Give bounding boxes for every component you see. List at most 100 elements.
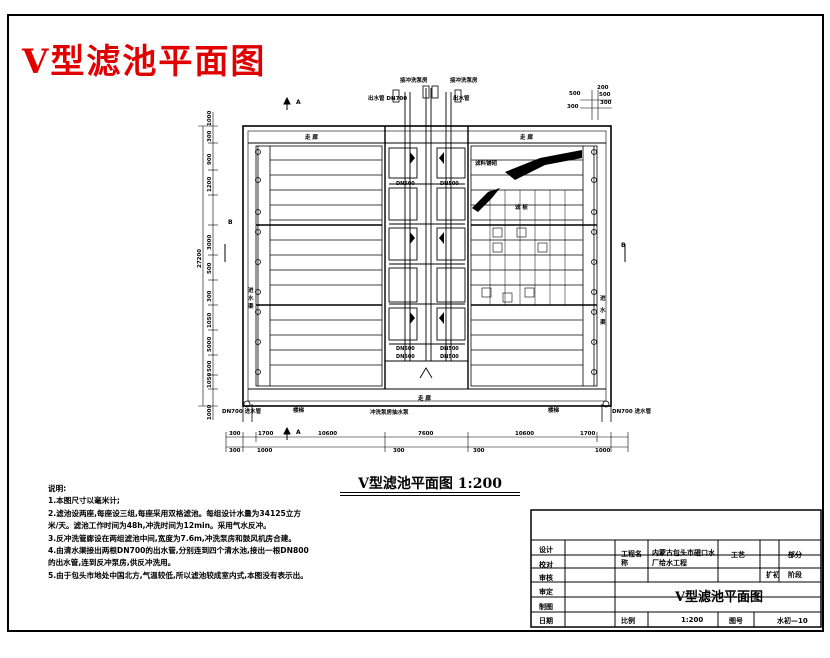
left-filter-beds xyxy=(255,145,383,387)
svg-text:1000: 1000 xyxy=(207,111,213,126)
svg-text:10600: 10600 xyxy=(515,431,534,437)
svg-text:500: 500 xyxy=(207,262,213,274)
svg-text:300: 300 xyxy=(229,448,241,454)
svg-text:10600: 10600 xyxy=(318,431,337,437)
tb-review-label: 审核 xyxy=(539,574,553,582)
label-top-pipe-left: 出水管 DN700 xyxy=(368,94,407,102)
top-pipes xyxy=(392,85,462,103)
filter-plate-nozzles xyxy=(481,227,548,303)
svg-text:300: 300 xyxy=(473,448,485,454)
svg-text:300: 300 xyxy=(600,100,612,106)
svg-text:DN500: DN500 xyxy=(396,354,415,360)
title-block-frame xyxy=(530,509,822,628)
label-top-room-left: 接冲洗泵房 xyxy=(400,76,428,84)
tb-scale-value: 1:200 xyxy=(681,616,704,624)
label-drain-right-1: 进 xyxy=(600,294,606,302)
svg-text:7600: 7600 xyxy=(418,431,433,437)
svg-text:300: 300 xyxy=(567,104,579,110)
svg-text:500: 500 xyxy=(569,91,581,97)
svg-text:1700: 1700 xyxy=(580,431,595,437)
svg-text:300: 300 xyxy=(229,431,241,437)
label-stairs-right: 楼梯 xyxy=(548,406,560,414)
svg-text:1000: 1000 xyxy=(207,405,213,420)
tb-stage-value: 阶段 xyxy=(788,571,802,579)
label-section-b-right: B xyxy=(621,242,626,249)
label-stairs-left: 楼梯 xyxy=(293,406,305,414)
notes-item: 2.滤池设两座,每座设三组,每座采用双格滤池。每组设计水量为34125立方米/天… xyxy=(48,508,301,531)
svg-text:27200: 27200 xyxy=(197,249,203,268)
notes-item: 3.反冲洗管廊设在两组滤池中间,宽度为7.6m,冲洗泵房和鼓风机房合建。 xyxy=(48,533,296,543)
notes-item: 4.由清水渠接出两根DN700的出水管,分别连到四个清水池,接出一根DN800的… xyxy=(48,546,309,568)
svg-text:1050: 1050 xyxy=(207,313,213,328)
drawing-title-text: V型滤池平面图 1:200 xyxy=(358,476,502,492)
label-section-b-left: B xyxy=(228,219,233,226)
label-corridor-top-left: 走 廊 xyxy=(304,133,318,141)
pipe-gallery xyxy=(388,88,466,379)
svg-text:DN500: DN500 xyxy=(396,346,415,352)
label-corridor-top-right: 走 廊 xyxy=(519,133,533,141)
label-corridor-bottom: 走 廊 xyxy=(417,394,431,402)
outlet-pipes xyxy=(242,400,612,422)
label-outlet-left: DN700 进水管 xyxy=(222,407,262,415)
page-title: V型滤池平面图 xyxy=(22,42,267,82)
svg-text:DN500: DN500 xyxy=(440,346,459,352)
tb-check-label: 校对 xyxy=(539,561,553,569)
label-top-pipe-right: 出水管 xyxy=(453,94,470,102)
filter-media-hatch xyxy=(472,150,582,212)
svg-text:300: 300 xyxy=(207,290,213,302)
notes-item: 1.本图尺寸以毫米计; xyxy=(48,496,120,506)
tb-project-label: 工程名称 xyxy=(621,550,642,567)
side-channels xyxy=(255,146,597,386)
label-drain-right-2: 水 xyxy=(600,306,606,314)
label-section-a-top: A xyxy=(296,99,301,106)
svg-text:500: 500 xyxy=(599,92,611,98)
tb-sheet-title: V型滤池平面图 xyxy=(674,590,764,605)
dimension-lines xyxy=(198,90,629,452)
tb-approve-label: 审定 xyxy=(539,588,553,596)
label-section-a-bottom: A xyxy=(296,429,301,436)
svg-text:500: 500 xyxy=(207,360,213,372)
tb-drawing-no-value: 水初—10 xyxy=(777,617,808,625)
tb-scale-label: 比例 xyxy=(621,617,635,625)
tb-stage-label: 扩初 xyxy=(766,571,780,579)
tb-part-value: 部分 xyxy=(788,551,802,559)
svg-text:900: 900 xyxy=(207,153,213,165)
svg-text:5000: 5000 xyxy=(207,337,213,352)
label-top-room-right: 接冲洗泵房 xyxy=(450,76,478,84)
svg-text:300: 300 xyxy=(207,130,213,142)
sheet-border xyxy=(7,14,824,632)
filter-building xyxy=(242,125,612,407)
label-filter-material: 滤料铺砌 xyxy=(475,159,498,167)
svg-text:1000: 1000 xyxy=(595,448,610,454)
section-markers xyxy=(224,96,626,440)
tb-design-label: 设计 xyxy=(539,546,553,554)
svg-text:1700: 1700 xyxy=(258,431,273,437)
label-drain-left-2: 水 xyxy=(248,294,254,302)
tb-drawing-label: 制图 xyxy=(539,603,553,611)
notes-item: 5.由于包头市地处中国北方,气温较低,所以滤池较成室内式,本图没有表示出。 xyxy=(48,570,308,580)
label-drain-left-1: 进 xyxy=(248,286,254,294)
svg-text:DN500: DN500 xyxy=(396,181,415,187)
svg-text:300: 300 xyxy=(393,448,405,454)
svg-text:1200: 1200 xyxy=(207,177,213,192)
notes-block: 说明: 1.本图尺寸以毫米计; 2.滤池设两座,每座设三组,每座采用双格滤池。每… xyxy=(48,483,310,582)
valve-labels: DN500 DN500 DN500 DN500 DN500 DN500 xyxy=(396,181,459,360)
svg-text:DN500: DN500 xyxy=(440,181,459,187)
drawing-title: V型滤池平面图 1:200 xyxy=(340,473,520,496)
notes-heading: 说明: xyxy=(48,484,67,493)
right-filter-beds xyxy=(470,145,598,387)
tb-drawing-no-label: 图号 xyxy=(729,617,743,625)
title-block: 设计 校对 审核 审定 制图 日期 工程名称 内蒙古包头市磴口水厂给水工程 工艺… xyxy=(531,510,821,627)
label-pump-room: 冲洗泵房抽水泵 xyxy=(370,408,409,416)
svg-text:200: 200 xyxy=(597,85,609,91)
label-outlet-right: DN700 进水管 xyxy=(612,407,652,415)
tb-part-label: 工艺 xyxy=(731,551,745,559)
svg-text:1000: 1000 xyxy=(257,448,272,454)
label-filter-plate: 滤 板 xyxy=(515,203,528,211)
label-drain-right-3: 渠 xyxy=(600,318,606,326)
tb-date-label: 日期 xyxy=(539,617,553,625)
gallery-valves xyxy=(410,152,444,324)
tb-project-name: 内蒙古包头市磴口水厂给水工程 xyxy=(652,549,715,567)
